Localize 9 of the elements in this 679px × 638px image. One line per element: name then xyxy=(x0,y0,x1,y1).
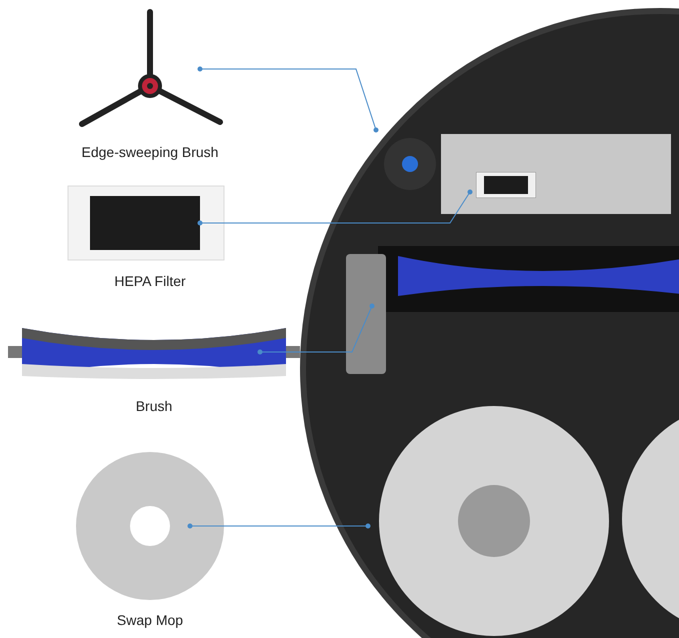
part-caption: Edge-sweeping Brush xyxy=(82,143,218,162)
part-caption: Brush xyxy=(136,397,172,416)
leader-line xyxy=(188,524,370,528)
leader-line xyxy=(198,66,378,132)
part-caption: HEPA Filter xyxy=(114,272,186,291)
leader-line xyxy=(198,190,472,226)
leader-line xyxy=(258,304,374,354)
part-caption: Swap Mop xyxy=(116,611,184,630)
wheel xyxy=(346,254,386,374)
